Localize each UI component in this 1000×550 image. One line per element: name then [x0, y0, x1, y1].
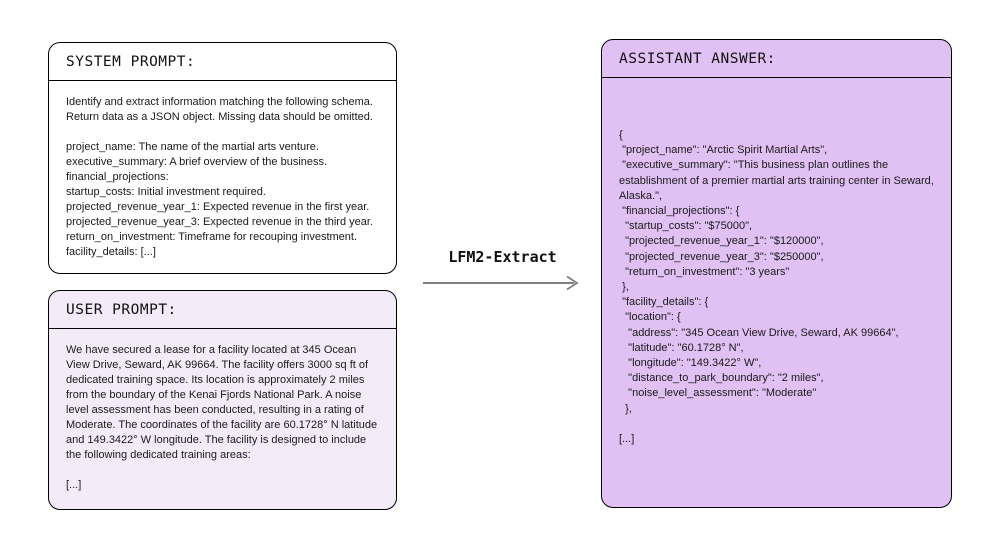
system-prompt-text: Identify and extract information matchin…: [66, 96, 373, 258]
user-prompt-text: We have secured a lease for a facility l…: [66, 344, 378, 491]
system-prompt-panel: SYSTEM PROMPT: Identify and extract info…: [48, 42, 397, 274]
model-connector: LFM2-Extract: [420, 248, 585, 293]
assistant-answer-text: { "project_name": "Arctic Spirit Martial…: [619, 129, 934, 446]
right-arrow-icon: [423, 275, 579, 291]
assistant-answer-title: ASSISTANT ANSWER:: [619, 50, 776, 67]
system-prompt-title: SYSTEM PROMPT:: [66, 53, 196, 70]
user-prompt-title: USER PROMPT:: [66, 301, 177, 318]
assistant-answer-header: ASSISTANT ANSWER:: [602, 40, 951, 78]
assistant-answer-panel: ASSISTANT ANSWER: { "project_name": "Arc…: [601, 39, 952, 508]
user-prompt-panel: USER PROMPT: We have secured a lease for…: [48, 290, 397, 510]
model-name-label: LFM2-Extract: [448, 248, 557, 266]
system-prompt-header: SYSTEM PROMPT:: [49, 43, 396, 81]
user-prompt-header: USER PROMPT:: [49, 291, 396, 329]
